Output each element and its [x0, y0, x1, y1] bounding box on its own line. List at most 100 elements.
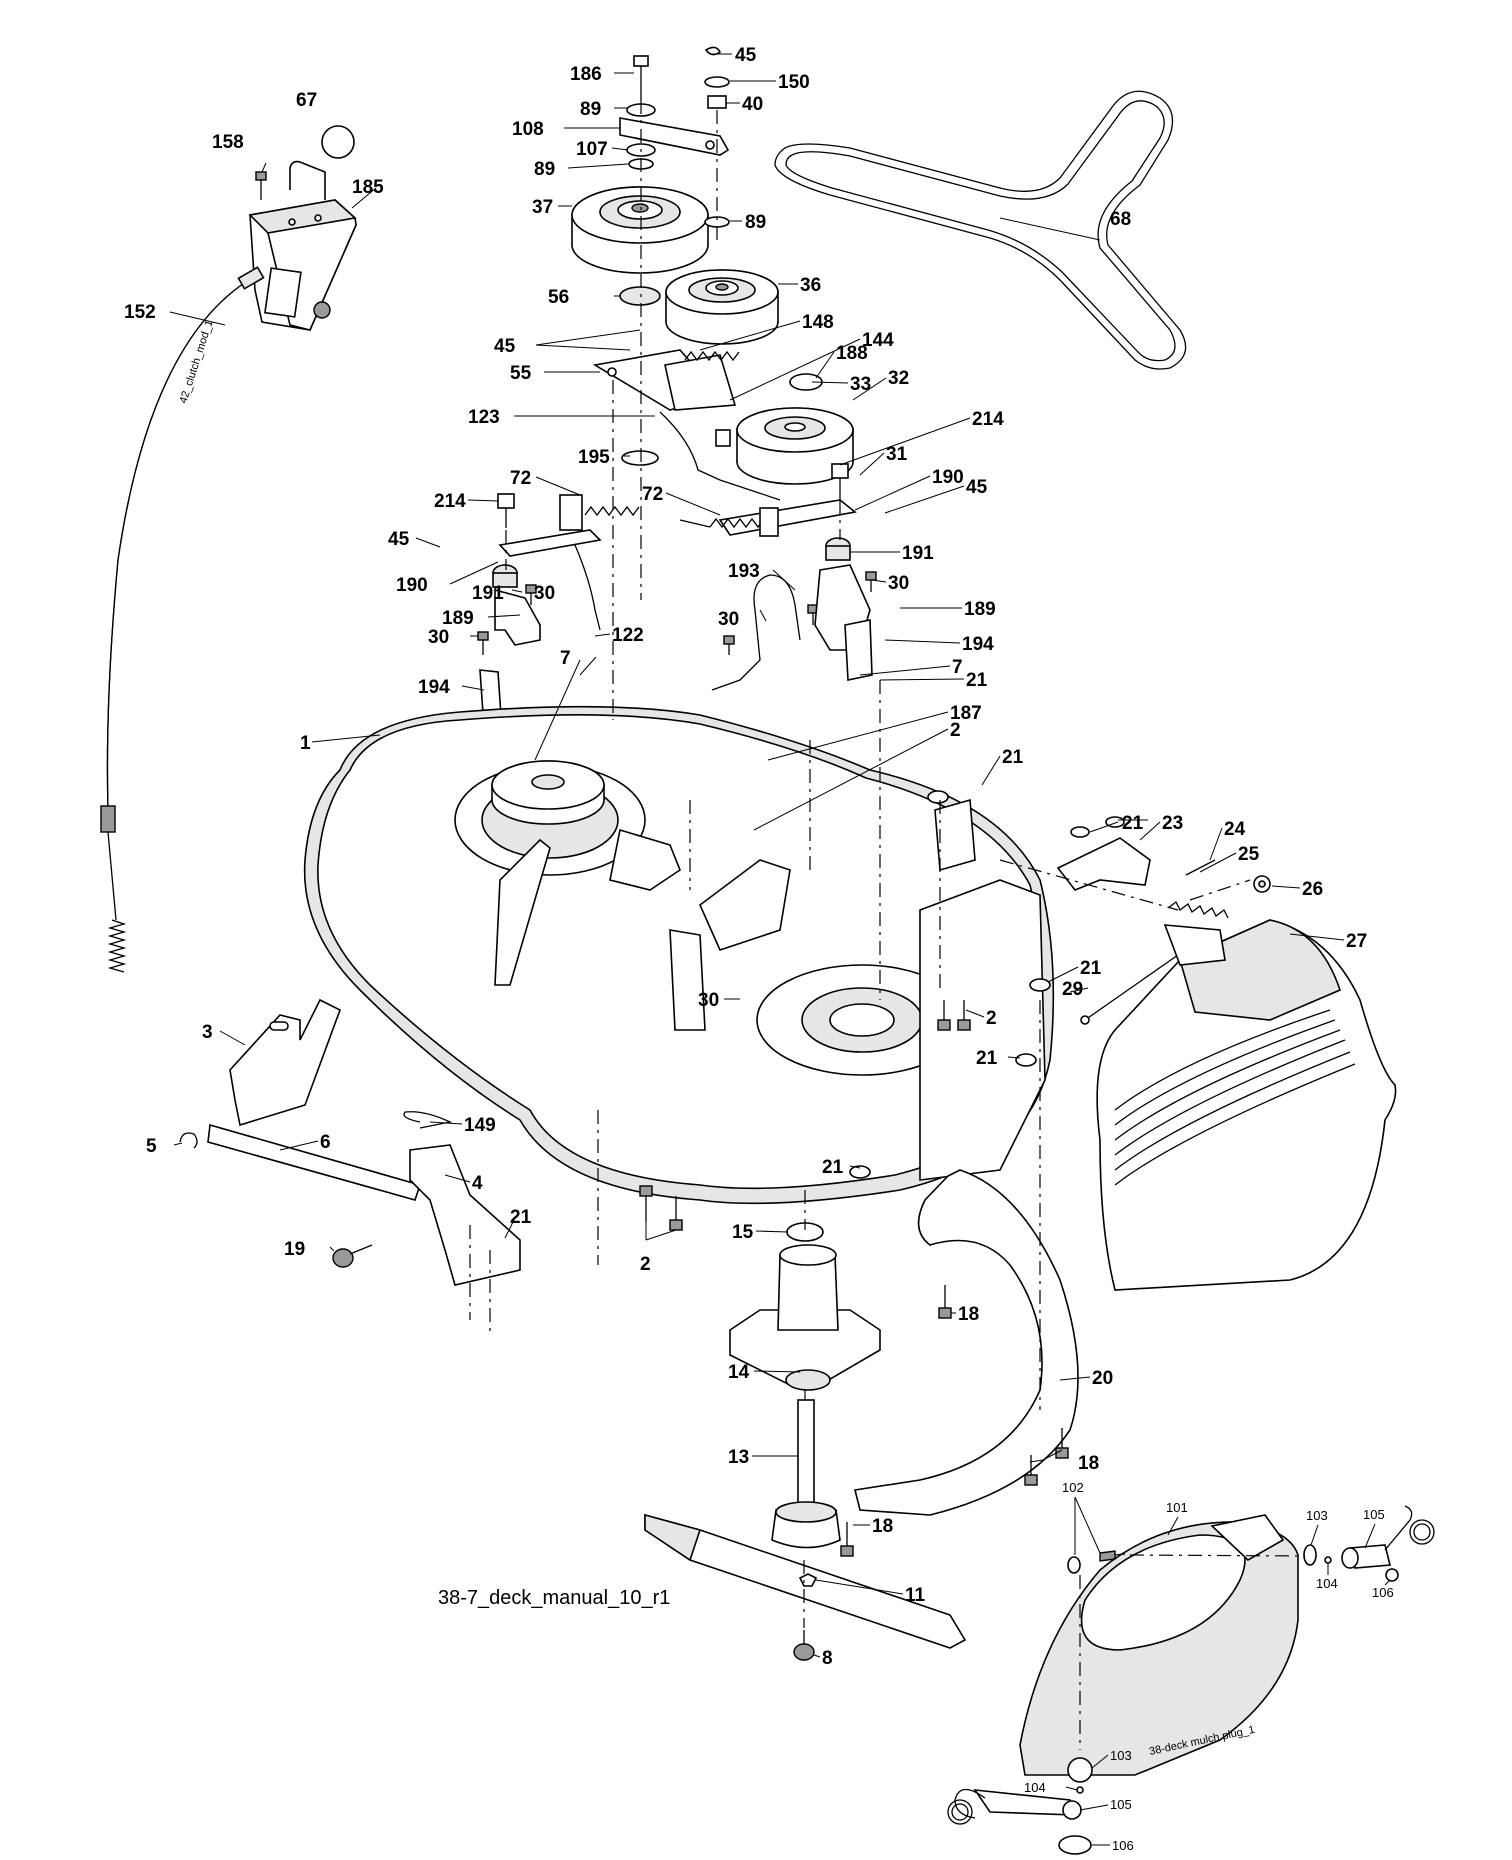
spacer-191-left-body: [492, 572, 518, 588]
callout-194-b: 194: [418, 677, 450, 698]
callout-31: 31: [886, 444, 908, 465]
callout-21-c: 21: [1122, 813, 1144, 834]
callout-150: 150: [778, 72, 810, 93]
pin-24: [1185, 859, 1216, 876]
callout-40: 40: [742, 94, 763, 115]
rod-123: [659, 411, 781, 501]
callout-189-b: 189: [964, 599, 996, 620]
callout-190-b: 190: [396, 575, 428, 596]
callout-72-b: 72: [642, 484, 663, 505]
callout-45-c: 45: [966, 477, 988, 498]
callout-189-a: 189: [442, 608, 474, 629]
callout-2-c: 2: [640, 1254, 651, 1275]
callout-30-e: 30: [698, 990, 719, 1011]
callout-101: 101: [1166, 1500, 1188, 1515]
callout-8: 8: [822, 1648, 833, 1669]
callout-122: 122: [612, 625, 644, 646]
hairpin-149: [403, 1111, 453, 1129]
callout-21-b: 21: [1002, 747, 1024, 768]
callout-45-top: 45: [735, 45, 757, 66]
bolt-19: [332, 1244, 373, 1268]
callout-108: 108: [512, 119, 544, 140]
callout-193: 193: [728, 561, 760, 582]
lift-bracket-3: [229, 998, 341, 1127]
callout-148: 148: [802, 312, 834, 333]
callout-30-c: 30: [718, 609, 739, 630]
callout-106-b: 106: [1112, 1838, 1134, 1853]
callout-123: 123: [468, 407, 500, 428]
callout-29: 29: [1062, 979, 1083, 1000]
callout-104-a: 104: [1316, 1576, 1338, 1591]
mulch-plug-101: [1019, 1514, 1299, 1776]
drive-belt: [774, 90, 1187, 370]
callout-21-f: 21: [510, 1207, 532, 1228]
callout-18-c: 18: [872, 1516, 893, 1537]
callout-37: 37: [532, 197, 553, 218]
callout-187: 187: [950, 703, 982, 724]
leader-lines: [169, 53, 1391, 1846]
callout-1: 1: [300, 733, 311, 754]
callout-67: 67: [296, 90, 317, 111]
callout-2-b: 2: [986, 1008, 997, 1029]
callout-149: 149: [464, 1115, 496, 1136]
spindle-14: [729, 1244, 881, 1391]
callout-158: 158: [212, 132, 244, 153]
callout-33: 33: [850, 374, 871, 395]
idler-plate-55: [592, 349, 740, 411]
mower-deck: [303, 705, 1055, 1205]
callout-4: 4: [472, 1173, 483, 1194]
rod-29: [1084, 947, 1189, 1021]
callout-102: 102: [1062, 1480, 1084, 1495]
callout-89-b: 89: [534, 159, 555, 180]
pulley-37: [571, 186, 709, 274]
bracket-right-2: [934, 798, 976, 872]
callout-45-b: 45: [494, 336, 516, 357]
clutch-bracket: [248, 160, 357, 331]
callout-11: 11: [905, 1585, 926, 1606]
part-67-ball: [321, 125, 355, 159]
callout-30-d: 30: [428, 627, 449, 648]
callout-89-a: 89: [580, 99, 601, 120]
callout-30-b: 30: [534, 583, 555, 604]
bracket-189-right: [814, 564, 873, 681]
callout-191-b: 191: [472, 583, 504, 604]
spacer-191-right-body: [825, 545, 851, 561]
callout-21-d: 21: [1080, 958, 1102, 979]
callout-190-a: 190: [932, 467, 964, 488]
callout-27: 27: [1346, 931, 1367, 952]
callout-7-b: 7: [952, 657, 963, 678]
callout-6: 6: [320, 1132, 331, 1153]
callout-18-b: 18: [1078, 1453, 1099, 1474]
callout-2-a: 2: [950, 720, 961, 741]
callout-32: 32: [888, 368, 909, 389]
discharge-chute-27: [1096, 919, 1397, 1291]
callout-13: 13: [728, 1447, 749, 1468]
callout-103-b: 103: [1110, 1748, 1132, 1763]
callout-15: 15: [732, 1222, 754, 1243]
callout-214-a: 214: [972, 409, 1004, 430]
callout-7-a: 7: [560, 648, 571, 669]
callout-105-b: 105: [1110, 1797, 1132, 1812]
diagram-reference: 38-7_deck_manual_10_r1: [438, 1587, 670, 1609]
cable-reference: 42_clutch_mod_1: [177, 319, 215, 405]
callout-194-a: 194: [962, 634, 994, 655]
clip-5: [179, 1132, 198, 1149]
callout-18-a: 18: [958, 1304, 979, 1325]
nut-8: [793, 1643, 815, 1661]
small-hardware-stack: [619, 46, 823, 466]
callout-103-a: 103: [1306, 1508, 1328, 1523]
lift-arm-4: [409, 1144, 521, 1286]
callout-36: 36: [800, 275, 821, 296]
callout-89-c: 89: [745, 212, 766, 233]
lift-link-6: [207, 1123, 422, 1201]
callout-188: 188: [836, 343, 868, 364]
mulch-hardware-upper: [1067, 1505, 1435, 1582]
callout-23: 23: [1162, 813, 1183, 834]
belt-guard-20: [854, 1169, 1079, 1516]
callout-3: 3: [202, 1022, 213, 1043]
assembly-lines: [469, 100, 1306, 1750]
callout-21-g: 21: [822, 1157, 844, 1178]
callout-191-a: 191: [902, 543, 934, 564]
callout-14: 14: [728, 1362, 750, 1383]
